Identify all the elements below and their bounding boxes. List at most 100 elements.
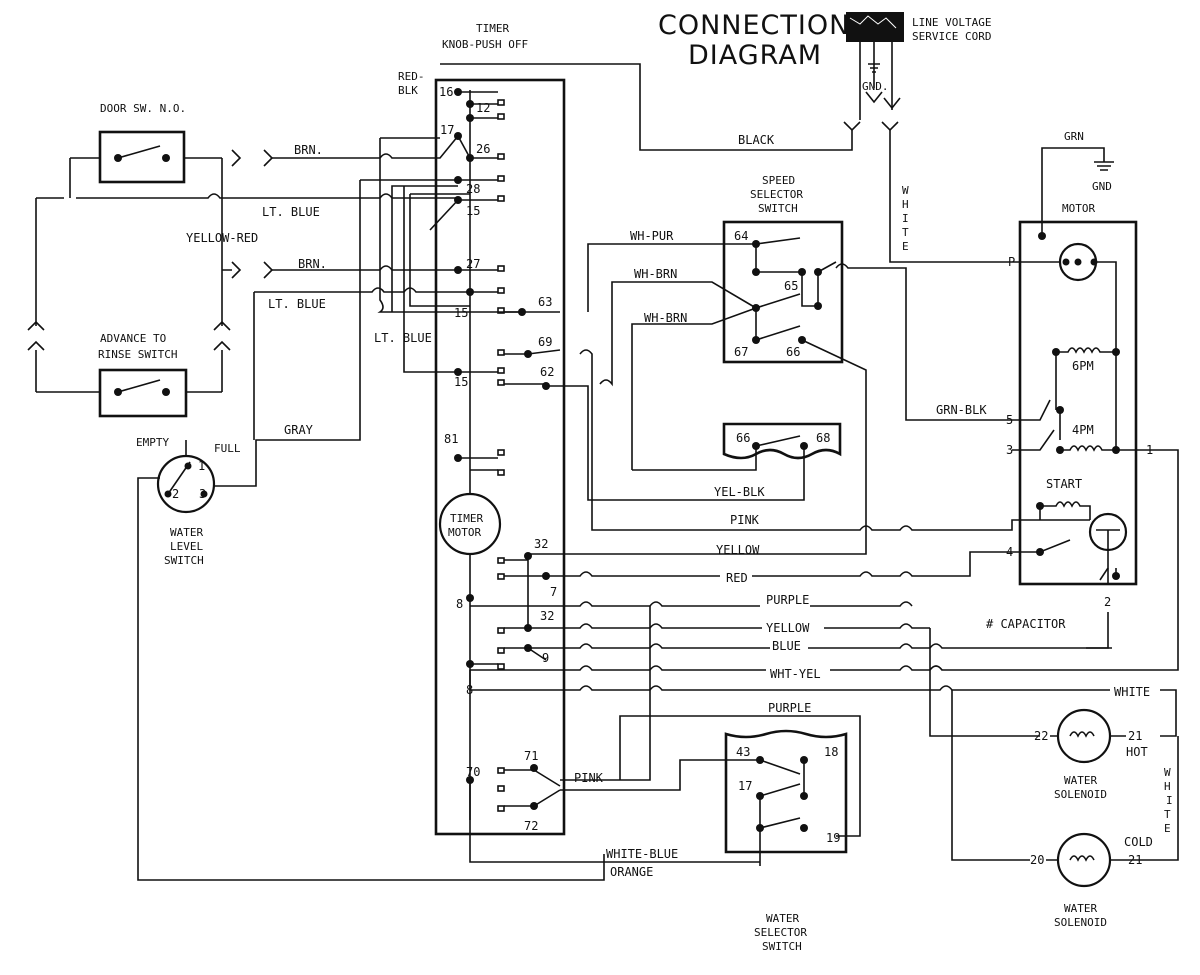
svg-text:2: 2 <box>172 487 179 501</box>
svg-text:SELECTOR: SELECTOR <box>750 188 803 201</box>
svg-text:SELECTOR: SELECTOR <box>754 926 807 939</box>
wire-yellow2-label: YELLOW <box>766 621 810 635</box>
svg-text:WATER: WATER <box>170 526 203 539</box>
door-switch-label: DOOR SW. N.O. <box>100 102 186 115</box>
wire-gray-label: GRAY <box>284 423 314 437</box>
aux-switch-66-68: 66 68 YEL-BLK <box>546 385 842 501</box>
svg-text:66: 66 <box>786 345 800 359</box>
svg-text:SOLENOID: SOLENOID <box>1054 788 1107 801</box>
svg-text:W: W <box>902 184 909 197</box>
svg-text:SPEED: SPEED <box>762 174 795 187</box>
svg-text:T: T <box>1164 808 1171 821</box>
wire-white2-label: WHITE <box>1114 685 1150 699</box>
svg-text:GRN: GRN <box>1064 130 1084 143</box>
svg-text:LEVEL: LEVEL <box>170 540 203 553</box>
svg-text:71: 71 <box>524 749 538 763</box>
svg-text:19: 19 <box>826 831 840 845</box>
advance-label2: RINSE SWITCH <box>98 348 177 361</box>
wire-white-vertical-label-right: W H I T E <box>1164 766 1173 835</box>
svg-text:GND: GND <box>1092 180 1112 193</box>
wire-red-blk-label2: BLK <box>398 84 418 97</box>
advance-label1: ADVANCE TO <box>100 332 166 345</box>
timer-label1: TIMER <box>476 22 509 35</box>
svg-text:4: 4 <box>1006 545 1013 559</box>
svg-text:64: 64 <box>734 229 748 243</box>
svg-text:SOLENOID: SOLENOID <box>1054 916 1107 929</box>
level-full-label: FULL <box>214 442 241 455</box>
cold-water-solenoid: 20 21 COLD WATER SOLENOID W H I T E <box>1030 736 1179 929</box>
svg-text:9: 9 <box>542 651 549 665</box>
level-empty-label: EMPTY <box>136 436 169 449</box>
door-switch: DOOR SW. N.O. <box>69 102 222 198</box>
timer-contacts <box>410 88 561 812</box>
svg-text:P: P <box>1008 255 1015 269</box>
svg-text:18: 18 <box>824 745 838 759</box>
svg-text:WATER: WATER <box>1064 902 1097 915</box>
svg-text:MOTOR: MOTOR <box>1062 202 1095 215</box>
svg-text:1: 1 <box>1146 443 1153 457</box>
svg-text:1: 1 <box>198 459 205 473</box>
svg-text:69: 69 <box>538 335 552 349</box>
wire-wh-brn2-label: WH-BRN <box>644 311 687 325</box>
svg-text:E: E <box>1164 822 1171 835</box>
svg-text:SWITCH: SWITCH <box>164 554 204 567</box>
svg-text:63: 63 <box>538 295 552 309</box>
svg-text:27: 27 <box>466 257 480 271</box>
svg-text:MOTOR: MOTOR <box>448 526 481 539</box>
wire-yel-blk-label: YEL-BLK <box>714 485 765 499</box>
svg-text:66: 66 <box>736 431 750 445</box>
timer-box <box>434 78 566 836</box>
svg-text:H: H <box>1164 780 1171 793</box>
wire-orange-label: ORANGE <box>610 865 653 879</box>
svg-text:3: 3 <box>199 487 206 501</box>
svg-text:SWITCH: SWITCH <box>762 940 802 953</box>
water-level-switch: EMPTY FULL 1 2 3 WATER LEVEL SWITCH <box>136 436 605 881</box>
wire-red-label: RED <box>726 571 748 585</box>
wire-blue-label: BLUE <box>772 639 801 653</box>
timer-terminal-labels: 16 12 17 26 28 15 27 15 15 63 69 62 81 3… <box>439 85 557 833</box>
wire-ltblue1-label: LT. BLUE <box>262 205 320 219</box>
diagram-title: CONNECTION DIAGRAM <box>658 10 849 71</box>
plug-label1: LINE VOLTAGE <box>912 16 991 29</box>
svg-text:# CAPACITOR: # CAPACITOR <box>986 617 1066 631</box>
svg-text:81: 81 <box>444 432 458 446</box>
svg-text:21: 21 <box>1128 729 1142 743</box>
plug-gnd-label: GND. <box>862 80 889 93</box>
wire-brn2-label: BRN. <box>298 257 327 271</box>
svg-text:HOT: HOT <box>1126 745 1148 759</box>
svg-text:SWITCH: SWITCH <box>758 202 798 215</box>
svg-text:32: 32 <box>534 537 548 551</box>
svg-text:4PM: 4PM <box>1072 423 1094 437</box>
wire-white-vertical-label: W H I T E <box>902 184 909 253</box>
wire-pink1-label: PINK <box>730 513 760 527</box>
wire-yellow1-label: YELLOW <box>716 543 760 557</box>
timer-motor: TIMER MOTOR <box>438 492 502 556</box>
svg-text:7: 7 <box>550 585 557 599</box>
svg-text:TIMER: TIMER <box>450 512 483 525</box>
svg-text:H: H <box>902 198 909 211</box>
ground-icon <box>868 63 880 73</box>
wire-wh-pur-label: WH-PUR <box>630 229 674 243</box>
svg-text:62: 62 <box>540 365 554 379</box>
svg-text:I: I <box>902 212 909 225</box>
svg-text:72: 72 <box>524 819 538 833</box>
svg-text:I: I <box>1166 794 1173 807</box>
horizontal-wires: PINK YELLOW RED PURPLE YELLOW BLUE WHT-Y… <box>469 349 1179 879</box>
motor: GRN GND MOTOR P 6PM 5 3 4PM 1 START 4 2 … <box>986 130 1153 649</box>
svg-text:32: 32 <box>540 609 554 623</box>
wire-wht-yel-label: WHT-YEL <box>770 667 821 681</box>
wire-grn-blk-label: GRN-BLK <box>936 403 987 417</box>
motor-ground-icon <box>1041 147 1114 236</box>
wire-white-blue-label: WHITE-BLUE <box>606 847 678 861</box>
wire-purple1-label: PURPLE <box>766 593 809 607</box>
wire-ltblue3-label: LT. BLUE <box>374 331 432 345</box>
speed-selector-switch: SPEED SELECTOR SWITCH 64 65 67 66 WH-PUR… <box>528 174 1012 555</box>
svg-text:12: 12 <box>476 101 490 115</box>
svg-text:WATER: WATER <box>1064 774 1097 787</box>
svg-text:22: 22 <box>1034 729 1048 743</box>
svg-text:3: 3 <box>1006 443 1013 457</box>
svg-text:START: START <box>1046 477 1082 491</box>
svg-text:26: 26 <box>476 142 490 156</box>
wire-red-blk-label1: RED- <box>398 70 425 83</box>
svg-text:67: 67 <box>734 345 748 359</box>
